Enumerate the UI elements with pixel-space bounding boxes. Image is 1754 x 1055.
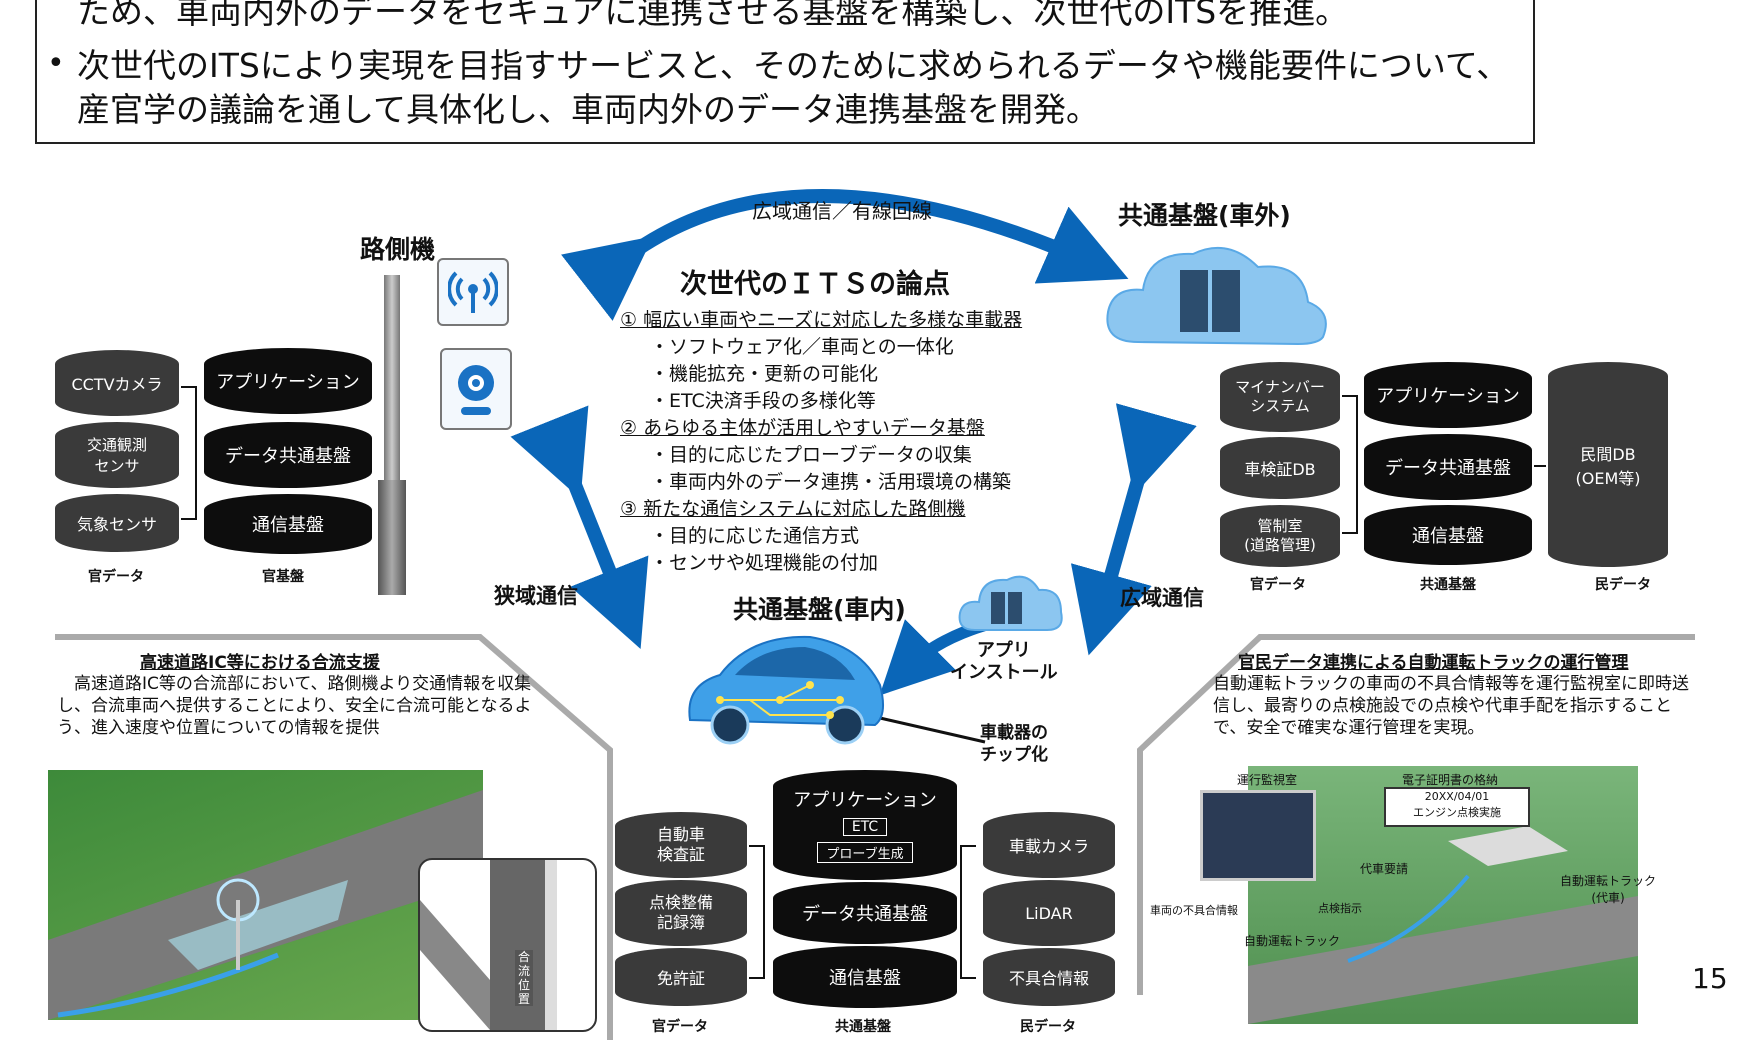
- vehicle-title: 共通基盤(車内): [733, 595, 906, 624]
- bracket-vehicle-right: [960, 845, 976, 979]
- summary-box: ため、車両内外のデータをセキュアに連携させる基盤を構築し、次世代のITSを推進。…: [35, 0, 1535, 144]
- cyl-external-app: アプリケーション: [1364, 362, 1532, 428]
- roadside-label-data: 官データ: [88, 569, 144, 585]
- point-2-header: ② あらゆる主体が活用しやすいデータ基盤: [620, 417, 985, 439]
- cyl-control-room: 管制室 (道路管理): [1220, 505, 1340, 567]
- external-title: 共通基盤(車外): [1118, 201, 1291, 230]
- cyl-defect-info: 不具合情報: [983, 948, 1115, 1006]
- left-panel-title: 高速道路IC等における合流支援: [140, 653, 380, 673]
- cyl-roadside-comm: 通信基盤: [204, 494, 372, 554]
- auto-truck-replacement-label: 自動運転トラック (代車): [1560, 874, 1657, 905]
- bracket-external-left: [1342, 395, 1358, 534]
- point-2-sub-2: ・車両内外のデータ連携・活用環境の構築: [650, 471, 1012, 493]
- vehicle-label-right: 民データ: [1020, 1019, 1076, 1035]
- bracket-vehicle-left: [749, 845, 765, 979]
- tag-etc: ETC: [842, 818, 888, 836]
- point-1-sub-3: ・ETC決済手段の多様化等: [650, 390, 876, 412]
- bracket-roadside: [181, 386, 197, 520]
- merge-inset: 合流位置: [418, 858, 597, 1032]
- cyl-license: 免許証: [615, 948, 747, 1006]
- cyl-roadside-data: データ共通基盤: [204, 422, 372, 488]
- page-number: 15: [1692, 962, 1728, 995]
- right-panel-title: 官民データ連携による自動運転トラックの運行管理: [1238, 653, 1629, 673]
- cyl-vehicle-comm: 通信基盤: [773, 946, 957, 1008]
- defect-info-label: 車両の不具合情報: [1150, 904, 1238, 917]
- monitor-room-icon: [1200, 790, 1316, 881]
- cyl-vehicle-inspection-cert: 自動車 検査証: [615, 812, 747, 878]
- cyl-traffic-sensor: 交通観測 センサ: [55, 422, 179, 488]
- auto-truck-label: 自動運転トラック: [1244, 934, 1341, 948]
- camera-icon: [440, 348, 512, 430]
- point-1-sub-2: ・機能拡充・更新の可能化: [650, 363, 879, 385]
- cyl-external-data: データ共通基盤: [1364, 434, 1532, 500]
- points-title: 次世代のＩＴＳの論点: [680, 269, 950, 300]
- car-illustration: [688, 635, 885, 745]
- cert-store-label: 電子証明書の格納: [1402, 773, 1499, 787]
- monitor-room-label: 運行監視室: [1237, 773, 1298, 787]
- antenna-icon: [437, 258, 509, 326]
- cloud-icon: [1106, 246, 1327, 346]
- roadside-label-base: 官基盤: [262, 569, 304, 585]
- cyl-vehicle-data: データ共通基盤: [773, 882, 957, 944]
- cert-box: 20XX/04/01 エンジン点検実施: [1384, 787, 1530, 827]
- cyl-vehicle-camera: 車載カメラ: [983, 812, 1115, 878]
- summary-line-2: 次世代のITSにより実現を目指すサービスと、そのために求められるデータや機能要件…: [77, 46, 1510, 85]
- bullet: •: [47, 46, 65, 81]
- cyl-mynumber: マイナンバー システム: [1220, 362, 1340, 432]
- small-cloud-icon: [958, 575, 1063, 631]
- inspection-order-label: 点検指示: [1318, 902, 1362, 915]
- connector-external: [1534, 465, 1546, 467]
- cyl-lidar: LiDAR: [983, 880, 1115, 946]
- label-wide-wired: 広域通信／有線回線: [752, 199, 932, 223]
- vehicle-label-left: 官データ: [652, 1019, 708, 1035]
- point-3-header: ③ 新たな通信システムに対応した路側機: [620, 498, 966, 520]
- chip-label: 車載器の チップ化: [980, 723, 1048, 765]
- external-label-mid: 共通基盤: [1420, 577, 1476, 593]
- cyl-vehicle-app: アプリケーション ETC プローブ生成: [773, 770, 957, 880]
- point-1-sub-1: ・ソフトウェア化／車両との一体化: [650, 336, 954, 358]
- point-2-sub-1: ・目的に応じたプローブデータの収集: [650, 444, 972, 466]
- cyl-roadside-app: アプリケーション: [204, 348, 372, 414]
- app-install-label: アプリ インストール: [950, 640, 1058, 683]
- summary-line-1: ため、車両内外のデータをセキュアに連携させる基盤を構築し、次世代のITSを推進。: [77, 0, 1349, 31]
- cyl-maintenance-record: 点検整備 記録簿: [615, 880, 747, 946]
- cyl-vehicle-cert-db: 車検証DB: [1220, 437, 1340, 499]
- point-3-sub-2: ・センサや処理機能の付加: [650, 552, 879, 574]
- cyl-external-comm: 通信基盤: [1364, 505, 1532, 565]
- points-list: ① 幅広い車両やニーズに対応した多様な車載器 ・ソフトウェア化／車両との一体化 …: [620, 305, 1022, 575]
- merge-sign: 合流位置: [515, 950, 533, 1006]
- cyl-cctv-camera: CCTVカメラ: [55, 350, 179, 416]
- cert-note: エンジン点検実施: [1413, 806, 1501, 819]
- cert-date: 20XX/04/01: [1424, 790, 1490, 803]
- point-1-header: ① 幅広い車両やニーズに対応した多様な車載器: [620, 309, 1023, 331]
- summary-line-3: 産官学の議論を通して具体化し、車両内外のデータ連携基盤を開発。: [77, 90, 1100, 129]
- right-panel-body: 自動運転トラックの車両の不具合情報等を運行監視室に即時送信し、最寄りの点検施設で…: [1213, 674, 1689, 738]
- external-label-right: 民データ: [1595, 577, 1651, 593]
- vehicle-label-center: 共通基盤: [835, 1019, 891, 1035]
- cyl-private-db: 民間DB (OEM等): [1548, 362, 1668, 567]
- merge-illustration: [48, 770, 483, 1020]
- roadside-title: 路側機: [360, 235, 436, 264]
- left-panel-body: 高速道路IC等の合流部において、路側機より交通情報を収集し、合流車両へ提供するこ…: [57, 674, 532, 738]
- external-label-left: 官データ: [1250, 577, 1306, 593]
- cyl-weather-sensor: 気象センサ: [55, 494, 179, 552]
- point-3-sub-1: ・目的に応じた通信方式: [650, 525, 860, 547]
- label-wide: 広域通信: [1120, 586, 1204, 610]
- roadside-pole-base: [378, 480, 406, 595]
- tag-probe: プローブ生成: [817, 842, 913, 863]
- label-narrow: 狭域通信: [494, 584, 578, 608]
- replacement-request-label: 代車要請: [1360, 862, 1409, 876]
